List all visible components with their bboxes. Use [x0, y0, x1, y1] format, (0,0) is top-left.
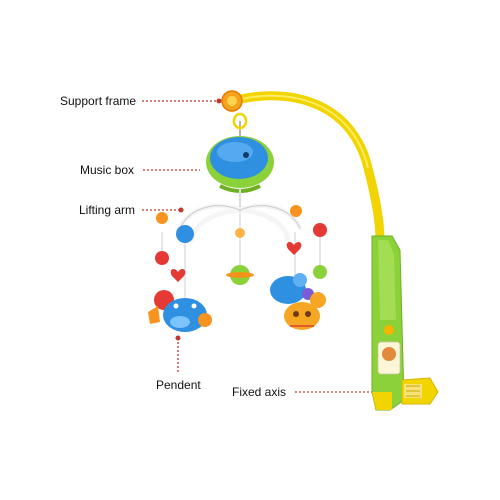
pendent-middle [226, 265, 254, 285]
label-support-frame: Support frame [60, 94, 137, 108]
ornament-red-ball-right [313, 223, 327, 237]
music-box [206, 112, 274, 193]
label-fixed-axis: Fixed axis [232, 385, 287, 399]
pendent-right [270, 242, 327, 330]
label-pendent: Pendent [156, 378, 201, 392]
leader-dots [175, 98, 385, 395]
fixed-axis-clamp [371, 235, 439, 411]
ornament-red-ball [235, 228, 245, 238]
leader-lines [142, 100, 380, 393]
label-music-box: Music box [80, 163, 135, 177]
label-lifting-arm: Lifting arm [79, 203, 136, 217]
ornament-orange-ball-right [290, 205, 302, 217]
pendent-left [148, 225, 212, 332]
ornament-orange-ball [156, 212, 168, 224]
